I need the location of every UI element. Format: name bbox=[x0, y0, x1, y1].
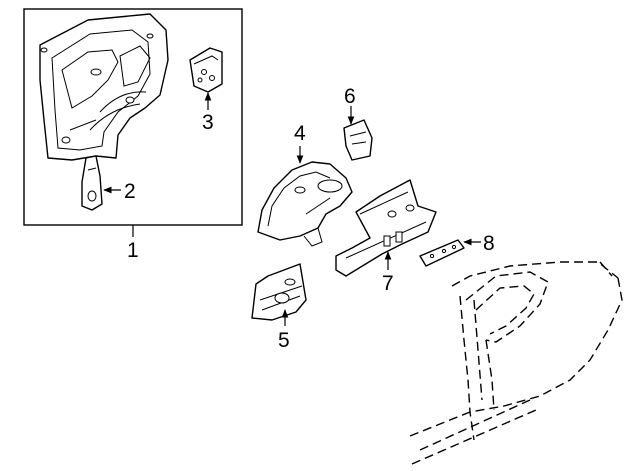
callout-8: 8 bbox=[483, 232, 495, 255]
lower-panel-drawing bbox=[251, 263, 307, 321]
rail-drawing bbox=[335, 179, 437, 277]
callout-7: 7 bbox=[382, 272, 394, 295]
inner-quarter-panel-drawing bbox=[39, 13, 169, 161]
quarter-panel-outline-drawing bbox=[409, 261, 623, 465]
reinforcement-strip-drawing bbox=[419, 239, 465, 267]
callout-3: 3 bbox=[202, 111, 214, 134]
callout-6: 6 bbox=[344, 85, 356, 108]
wheelhouse-drawing bbox=[257, 161, 353, 247]
brace-drawing bbox=[81, 155, 103, 211]
callout-4: 4 bbox=[294, 122, 306, 145]
gusset-drawing bbox=[343, 119, 373, 161]
callout-1: 1 bbox=[127, 239, 139, 262]
bracket-drawing bbox=[189, 47, 223, 93]
callout-5: 5 bbox=[278, 329, 290, 352]
callout-2: 2 bbox=[124, 180, 136, 203]
